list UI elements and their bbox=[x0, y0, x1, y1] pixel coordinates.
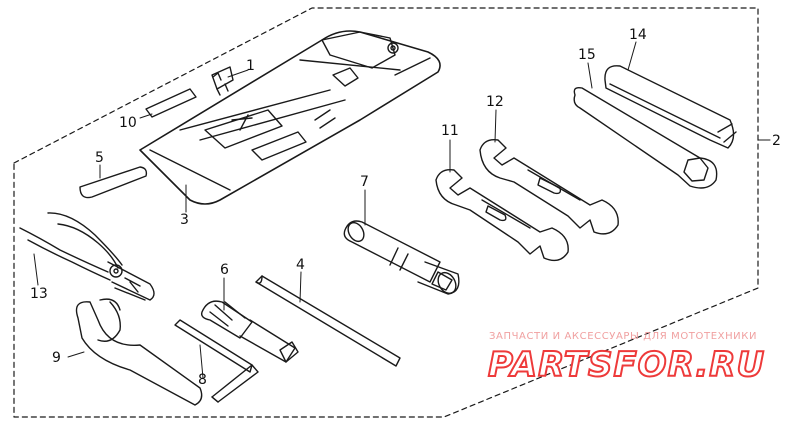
callout-9: 9 bbox=[52, 350, 61, 366]
tool-bag bbox=[139, 30, 441, 205]
callout-14: 14 bbox=[629, 27, 647, 43]
pin-tool bbox=[145, 88, 197, 118]
open-end-wrench-a bbox=[435, 169, 569, 262]
callout-1: 1 bbox=[246, 58, 255, 74]
gauge-strip bbox=[79, 166, 148, 199]
callout-13: 13 bbox=[30, 286, 48, 302]
callout-2: 2 bbox=[772, 133, 781, 149]
hex-key bbox=[174, 319, 259, 403]
kit-border bbox=[13, 7, 759, 418]
fuse-clip bbox=[211, 66, 234, 96]
callout-6: 6 bbox=[220, 262, 229, 278]
callout-10: 10 bbox=[119, 115, 137, 131]
callout-12: 12 bbox=[486, 94, 504, 110]
drift-tool bbox=[255, 275, 401, 367]
callout-7: 7 bbox=[360, 174, 369, 190]
watermark-tagline: ЗАПЧАСТИ И АКСЕССУАРЫ ДЛЯ МОТОТЕХНИКИ bbox=[489, 331, 758, 342]
callout-11: 11 bbox=[441, 123, 459, 139]
pliers bbox=[19, 212, 155, 301]
spark-plug-wrench bbox=[343, 220, 460, 295]
screwdriver bbox=[200, 300, 299, 363]
watermark-logo: PARTSFOR.RU bbox=[487, 345, 765, 383]
callout-4: 4 bbox=[296, 257, 305, 273]
leader-lines bbox=[33, 41, 771, 379]
hook-spanner bbox=[75, 298, 203, 406]
extension-handle bbox=[604, 65, 737, 149]
callout-5: 5 bbox=[95, 150, 104, 166]
ring-spanner bbox=[573, 86, 718, 189]
callout-8: 8 bbox=[198, 372, 207, 388]
open-end-wrench-b bbox=[479, 139, 619, 235]
callout-15: 15 bbox=[578, 47, 596, 63]
callout-3: 3 bbox=[180, 212, 189, 228]
watermark-logo-text: PARTSFOR.RU bbox=[488, 345, 765, 383]
